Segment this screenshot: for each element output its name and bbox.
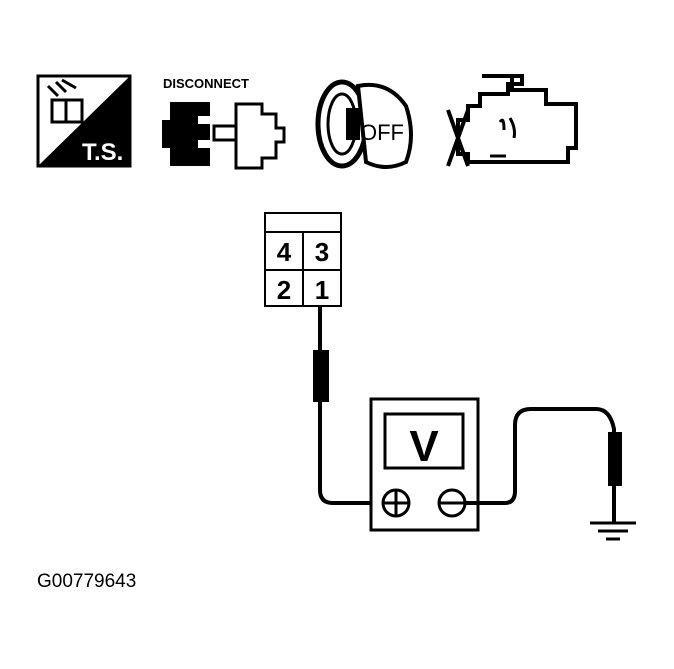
meter-label: V	[409, 422, 439, 471]
disconnect-connector-icon: DISCONNECT	[162, 76, 286, 170]
positive-probe	[313, 350, 329, 402]
figure-id: G00779643	[37, 571, 137, 592]
engine-off-icon	[446, 74, 578, 167]
negative-probe	[608, 432, 622, 486]
pin-4: 4	[277, 237, 292, 267]
pin-1: 1	[315, 275, 329, 305]
pin-3: 3	[315, 237, 329, 267]
negative-lead-wire	[465, 407, 616, 522]
terminal-strip-icon: T.S.	[36, 74, 132, 168]
svg-text:T.S.: T.S.	[82, 139, 123, 166]
ignition-key-off-icon: OFF	[315, 79, 413, 169]
svg-text:OFF: OFF	[360, 120, 404, 145]
pin-2: 2	[277, 275, 291, 305]
voltmeter: V	[369, 397, 480, 532]
ground-icon	[590, 521, 636, 541]
svg-text:DISCONNECT: DISCONNECT	[163, 76, 249, 91]
positive-lead-wire	[318, 306, 383, 505]
connector-block: 4 3 2 1	[264, 212, 342, 307]
